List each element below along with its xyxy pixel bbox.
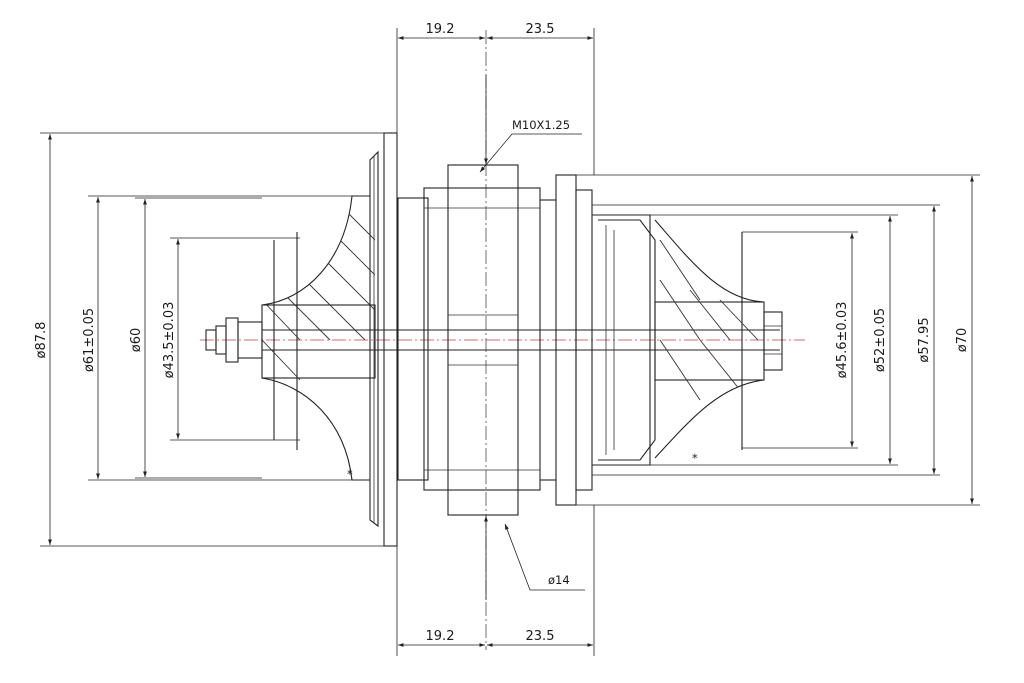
turbine-wheel-bottom (261, 377, 370, 481)
center-housing-body (423, 187, 541, 491)
dim-right-0: ø45.6±0.03 (835, 302, 850, 379)
dim-bottom-left: 19.2 (426, 629, 455, 644)
heat-shield (369, 150, 379, 528)
center-lines (200, 30, 805, 650)
compressor-wheel-top (654, 219, 765, 303)
dim-left-1: ø61±0.05 (82, 308, 97, 372)
bearing-housing (262, 164, 780, 516)
compressor-side: * (592, 214, 783, 466)
dim-left-0: ø87.8 (34, 322, 49, 359)
dim-bottom-right: 23.5 (526, 629, 555, 644)
svg-text:*: * (347, 467, 353, 481)
thread-callout: M10X1.25 (479, 75, 582, 173)
turbine-flange-plate (383, 132, 398, 547)
bottom-width-dims: 19.2 23.5 (396, 505, 595, 656)
dim-left-3: ø43.5±0.03 (162, 302, 177, 379)
compressor-shroud (592, 214, 651, 466)
top-width-dims: 19.2 23.5 (396, 22, 595, 175)
dim-top-left: 19.2 (426, 22, 455, 37)
left-diameter-dims: ø87.8 ø61±0.05 ø60 ø43.5±0.03 (34, 132, 384, 547)
right-diameter-dims: ø45.6±0.03 ø52±0.05 ø57.95 ø70 (576, 174, 980, 506)
shaft-diameter-label: ø14 (548, 573, 570, 587)
thread-label: M10X1.25 (512, 118, 570, 132)
turbine-side: * (205, 132, 398, 547)
dim-left-2: ø60 (129, 328, 144, 353)
compressor-nut (763, 311, 783, 371)
shaft-collar (397, 197, 429, 481)
dim-right-3: ø70 (955, 328, 970, 353)
turbine-wheel-top (261, 195, 370, 306)
dim-right-1: ø52±0.05 (873, 308, 888, 372)
compressor-wheel-bottom (654, 379, 765, 459)
dim-top-right: 23.5 (526, 22, 555, 37)
svg-text:*: * (692, 451, 698, 465)
shaft-diameter-callout: ø14 (484, 516, 585, 600)
dim-right-2: ø57.95 (917, 317, 932, 362)
